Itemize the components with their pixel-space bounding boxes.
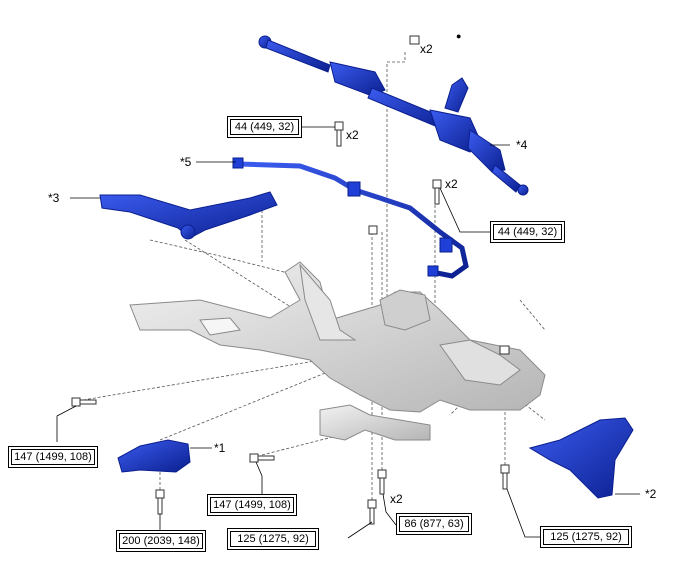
torque-text: 44 (449, 32) <box>230 119 299 135</box>
callout-3: *3 <box>48 191 60 205</box>
callout-4: *4 <box>516 138 528 152</box>
torque-spec-mount-bolt: 200 (2039, 148) <box>116 530 206 552</box>
quantity-stabilizer-bolt: x2 <box>445 177 458 191</box>
steering-gear-assembly <box>258 35 529 196</box>
engine-mount-bracket <box>117 439 191 473</box>
torque-spec-bottom-right-bolt: 125 (1275, 92) <box>540 526 632 548</box>
callout-5: *5 <box>180 155 192 169</box>
upper-control-arm <box>99 191 278 240</box>
torque-text: 125 (1275, 92) <box>543 529 629 545</box>
lower-control-arm <box>528 417 634 499</box>
torque-text: 147 (1499, 108) <box>210 497 294 513</box>
fasteners <box>71 35 510 525</box>
callout-2: *2 <box>645 487 657 501</box>
torque-text: 125 (1275, 92) <box>230 531 316 547</box>
torque-text: 86 (877, 63) <box>399 516 469 532</box>
torque-spec-left-front-bolt: 147 (1499, 108) <box>8 446 98 468</box>
non-reusable-mark: ● <box>456 31 462 41</box>
torque-text: 147 (1499, 108) <box>11 449 95 465</box>
stabilizer-bar <box>237 161 469 279</box>
torque-text: 44 (449, 32) <box>493 224 562 240</box>
front-suspension-crossmember <box>129 261 546 441</box>
quantity-bottom-bolt: x2 <box>390 492 403 506</box>
torque-text: 200 (2039, 148) <box>119 533 203 549</box>
leader-lines <box>56 126 640 539</box>
stabilizer-bar-brackets <box>232 157 453 277</box>
callout-1: *1 <box>214 441 226 455</box>
quantity-top-nut: x2 <box>420 42 433 56</box>
torque-spec-stabilizer-bolt: 44 (449, 32) <box>490 221 565 243</box>
torque-spec-bottom-center-bolt: 125 (1275, 92) <box>227 528 319 550</box>
quantity-arm-bolt: x2 <box>346 128 359 142</box>
torque-spec-center-front-bolt: 147 (1499, 108) <box>207 494 297 516</box>
torque-spec-upper-arm-bolt: 44 (449, 32) <box>227 116 302 138</box>
torque-spec-bottom-mid-bolt: 86 (877, 63) <box>396 513 472 535</box>
